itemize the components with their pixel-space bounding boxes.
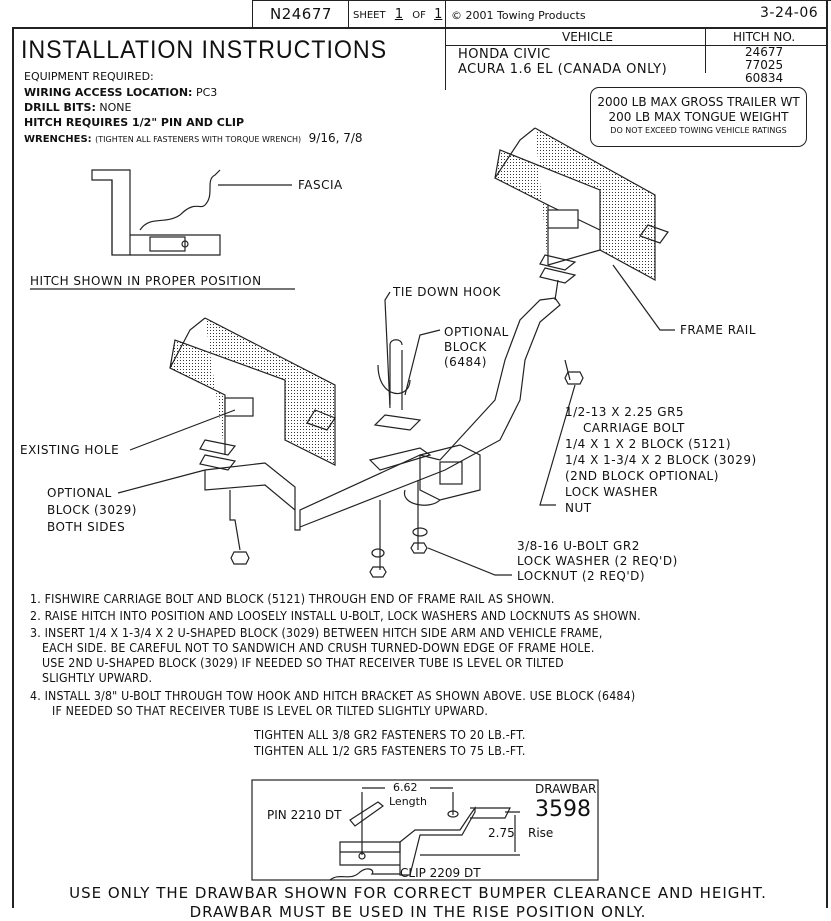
optional-block-6484-label: BLOCK	[444, 340, 487, 354]
drill-value: NONE	[99, 101, 132, 114]
frame-left-border	[12, 27, 14, 908]
optional-block-6484-label: (6484)	[444, 355, 487, 369]
instruction-step: 2. RAISE HITCH INTO POSITION AND LOOSELY…	[30, 609, 641, 623]
wrenches-value: 9/16, 7/8	[308, 131, 363, 145]
carriage-bolt-callout: 1/4 X 1-3/4 X 2 BLOCK (3029)	[565, 453, 757, 467]
carriage-bolt-callout: CARRIAGE BOLT	[583, 421, 685, 435]
length-label: Length	[389, 795, 427, 808]
hitch-drawing	[204, 279, 584, 578]
fascia-detail-drawing	[91, 169, 292, 256]
instruction-step-cont: USE 2ND U-SHAPED BLOCK (3029) IF NEEDED …	[42, 656, 564, 670]
page-title: INSTALLATION INSTRUCTIONS	[21, 36, 388, 64]
u-bolt-callout: LOCK WASHER (2 REQ'D)	[517, 554, 678, 568]
length-value: 6.62	[393, 781, 418, 794]
wiring-value: PC3	[195, 86, 218, 99]
optional-block-6484-label: OPTIONAL	[444, 325, 509, 339]
pin-label: PIN 2210 DT	[267, 808, 342, 822]
torque-spec: TIGHTEN ALL 1/2 GR5 FASTENERS TO 75 LB.-…	[254, 744, 526, 758]
tie-down-hook-label: TIE DOWN HOOK	[393, 285, 501, 299]
instruction-step: 4. INSTALL 3/8" U-BOLT THROUGH TOW HOOK …	[30, 689, 636, 703]
vehicle-row: ACURA 1.6 EL (CANADA ONLY)	[458, 62, 668, 77]
part-number: N24677	[270, 5, 332, 23]
of-label: OF	[412, 10, 426, 21]
wiring-label: WIRING ACCESS LOCATION:	[24, 86, 193, 99]
wrenches-note: (TIGHTEN ALL FASTENERS WITH TORQUE WRENC…	[95, 135, 302, 144]
wrenches-label: WRENCHES:	[24, 134, 92, 145]
u-bolt-callout: 3/8-16 U-BOLT GR2	[517, 539, 640, 553]
header-divider	[348, 0, 349, 28]
vehicle-table-header-border	[445, 45, 827, 46]
vehicle-table-divider	[705, 28, 706, 73]
instruction-step-cont: EACH SIDE. BE CAREFUL NOT TO SANDWICH AN…	[42, 641, 595, 655]
instruction-step: 1. FISHWIRE CARRIAGE BOLT AND BLOCK (512…	[30, 592, 555, 606]
drawbar-number: 3598	[535, 797, 591, 822]
hitch-number: 24677	[745, 45, 784, 59]
hitch-position-caption: HITCH SHOWN IN PROPER POSITION	[30, 274, 262, 288]
carriage-bolt-callout: 1/4 X 1 X 2 BLOCK (5121)	[565, 437, 731, 451]
wiring-access: WIRING ACCESS LOCATION: PC3	[24, 86, 217, 100]
max-tongue-weight: 200 LB MAX TONGUE WEIGHT	[608, 110, 789, 124]
instruction-step-cont: IF NEEDED SO THAT RECEIVER TUBE IS LEVEL…	[52, 704, 489, 718]
carriage-bolt-callout: NUT	[565, 501, 592, 515]
ratings-warning: DO NOT EXCEED TOWING VEHICLE RATINGS	[610, 126, 787, 135]
frame-rail-left-drawing	[117, 317, 336, 494]
drill-label: DRILL BITS:	[24, 101, 96, 114]
sheet-total: 1	[434, 7, 443, 22]
sheet-label: SHEET	[353, 10, 386, 21]
optional-block-3029-label: BOTH SIDES	[47, 520, 126, 534]
footer-note: USE ONLY THE DRAWBAR SHOWN FOR CORRECT B…	[69, 884, 767, 902]
frame-rail-right-drawing	[494, 127, 675, 331]
torque-spec: TIGHTEN ALL 3/8 GR2 FASTENERS TO 20 LB.-…	[254, 728, 526, 742]
carriage-bolt-callout: LOCK WASHER	[565, 485, 659, 499]
max-trailer-weight: 2000 LB MAX GROSS TRAILER WT	[597, 95, 800, 109]
drawbar-label: DRAWBAR	[535, 782, 597, 796]
u-bolt-callout: LOCKNUT (2 REQ'D)	[517, 569, 646, 583]
carriage-bolt-callout: 1/2-13 X 2.25 GR5	[565, 405, 685, 419]
wrenches: WRENCHES: (TIGHTEN ALL FASTENERS WITH TO…	[24, 131, 363, 147]
drill-bits: DRILL BITS: NONE	[24, 101, 131, 115]
instruction-step-cont: SLIGHTLY UPWARD.	[42, 671, 153, 685]
sheet-indicator: SHEET 1 OF 1	[353, 8, 447, 23]
optional-block-3029-label: BLOCK (3029)	[47, 503, 137, 517]
sheet-number: 1	[394, 7, 404, 22]
header-divider	[252, 0, 253, 28]
carriage-bolt-callout: (2ND BLOCK OPTIONAL)	[565, 469, 719, 483]
header-top-border	[252, 0, 831, 1]
frame-rail-label: FRAME RAIL	[680, 323, 756, 337]
optional-block-3029-label: OPTIONAL	[47, 486, 112, 500]
instruction-step: 3. INSERT 1/4 X 1-3/4 X 2 U-SHAPED BLOCK…	[30, 626, 603, 640]
fascia-label: FASCIA	[298, 178, 343, 192]
frame-right-border	[826, 0, 828, 908]
drawbar-box	[251, 779, 599, 881]
vehicle-row: HONDA CIVIC	[458, 47, 551, 62]
copyright: © 2001 Towing Products	[451, 9, 586, 22]
rise-label: Rise	[528, 826, 554, 840]
hitch-requires: HITCH REQUIRES 1/2" PIN AND CLIP	[24, 116, 244, 129]
vehicle-header: VEHICLE	[562, 30, 613, 44]
footer-note: DRAWBAR MUST BE USED IN THE RISE POSITIO…	[189, 903, 647, 921]
equipment-heading: EQUIPMENT REQUIRED:	[24, 70, 154, 83]
hitch-number-header: HITCH NO.	[733, 30, 796, 44]
existing-hole-label: EXISTING HOLE	[20, 443, 120, 457]
hitch-number: 77025	[745, 58, 784, 72]
hitch-number: 60834	[745, 71, 784, 85]
drawbar-drawing	[329, 787, 520, 881]
ratings-box: 2000 LB MAX GROSS TRAILER WT 200 LB MAX …	[590, 87, 807, 147]
clip-label: CLIP 2209 DT	[400, 866, 481, 880]
rise-value: 2.75	[488, 826, 515, 840]
date: 3-24-06	[760, 5, 819, 21]
header-bottom-border	[12, 27, 828, 29]
